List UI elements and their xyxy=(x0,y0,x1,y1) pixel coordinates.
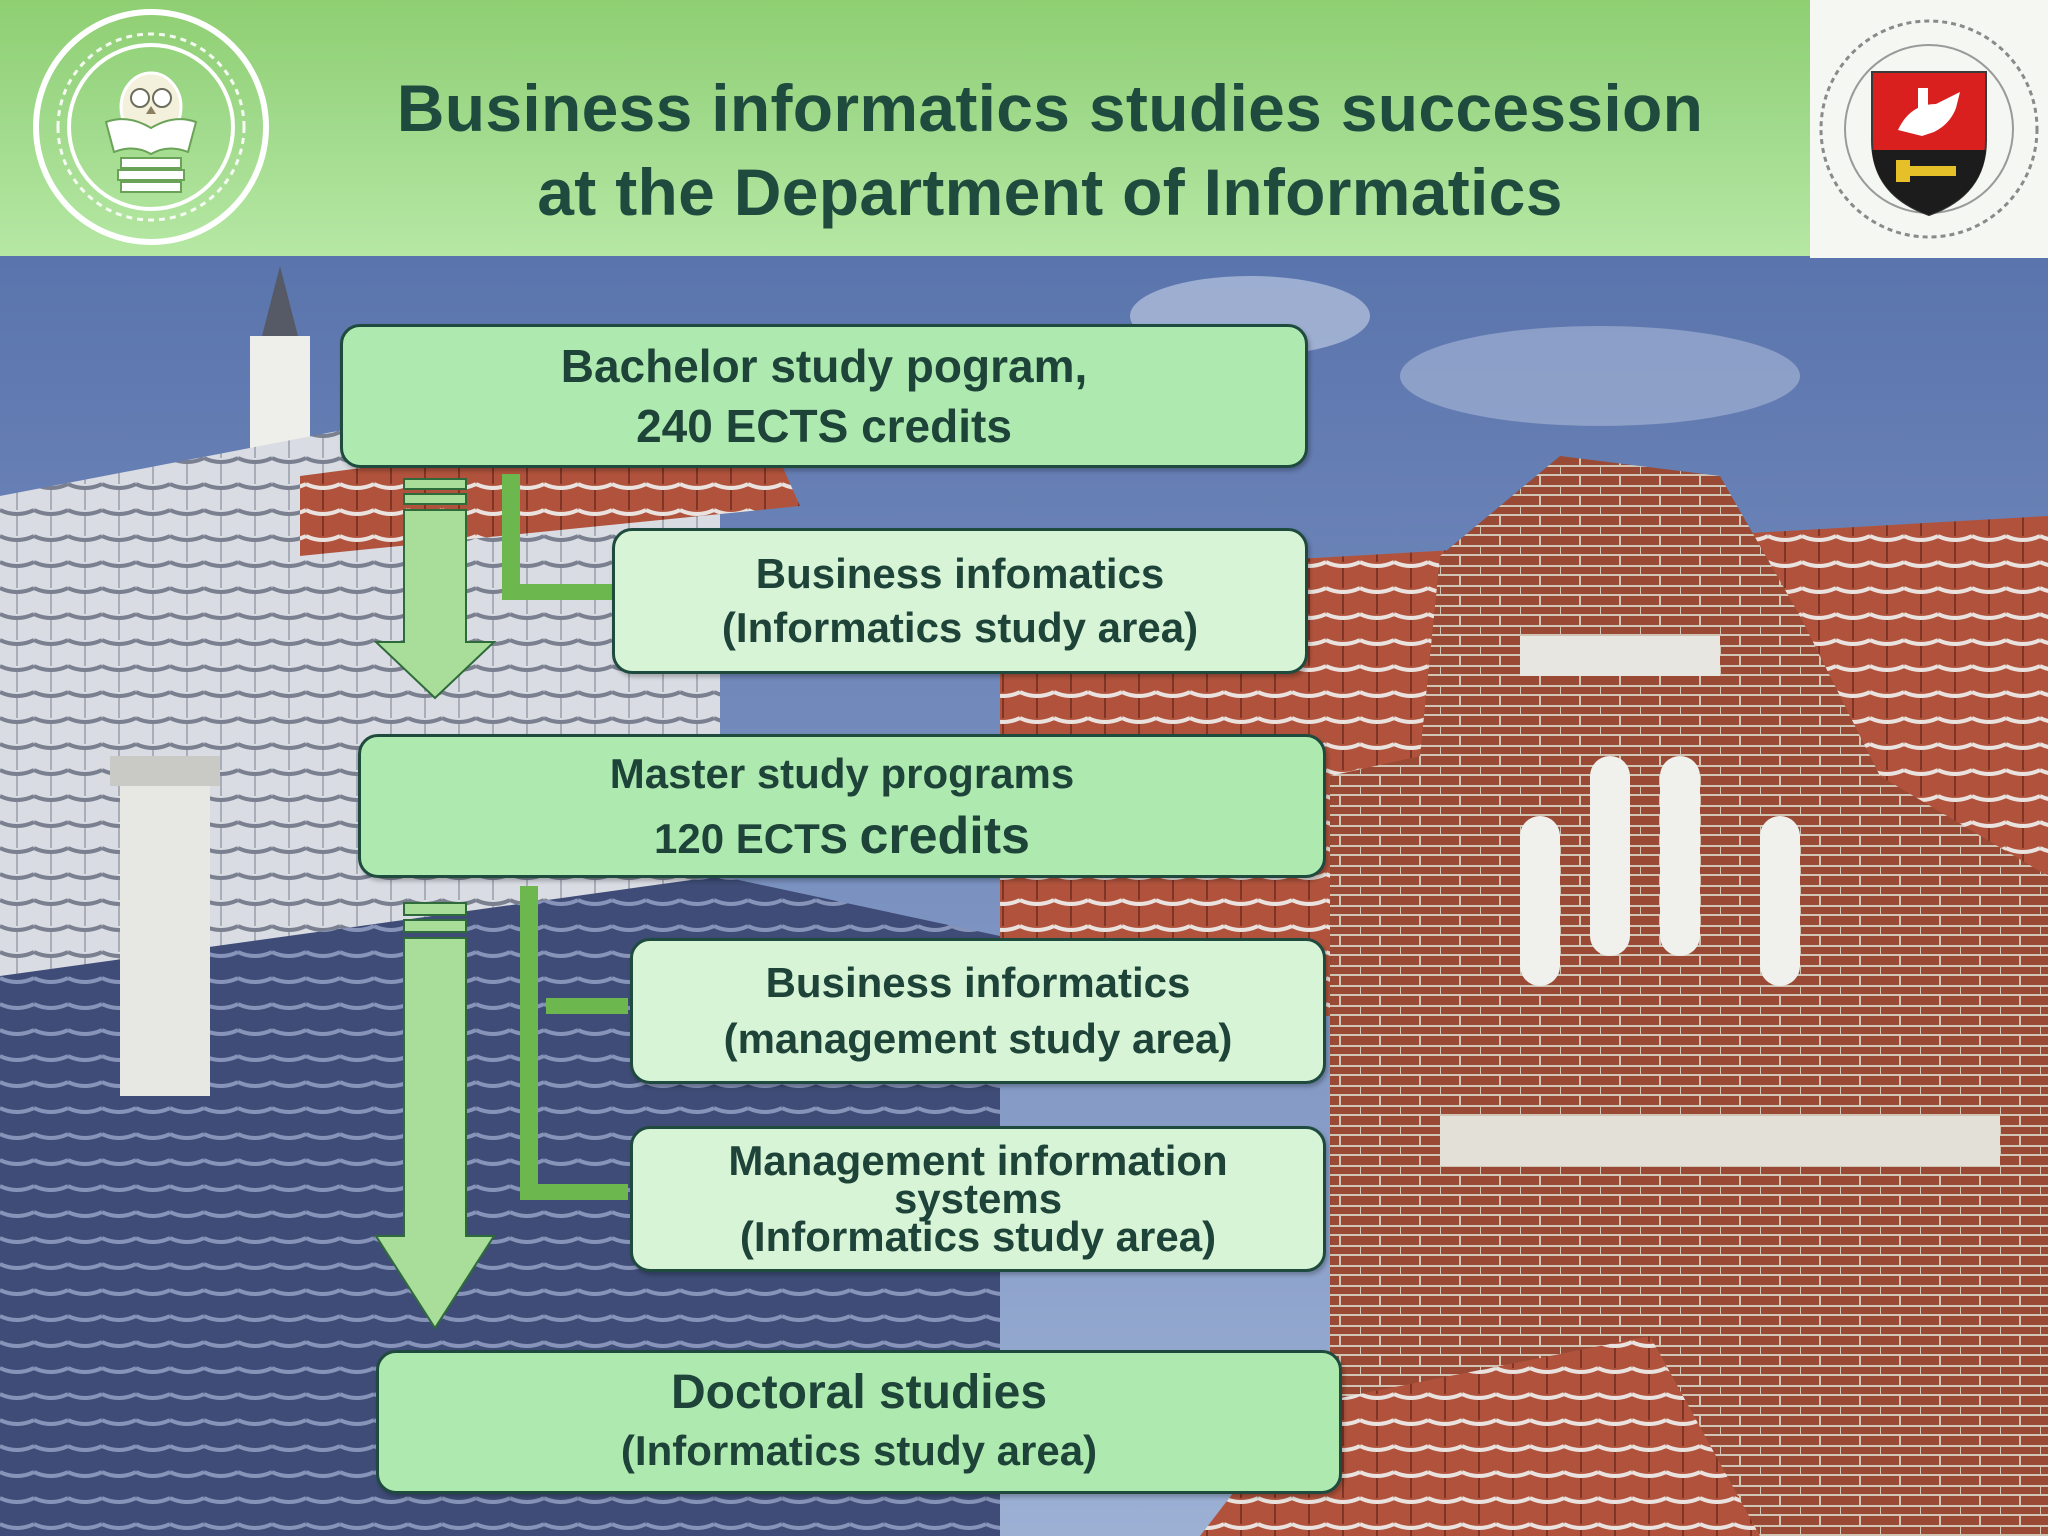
master-sub2-area: (Informatics study area) xyxy=(739,1213,1217,1260)
master-credits-word: credits xyxy=(859,806,1030,865)
bachelor-credits: 240 ECTS credits xyxy=(636,400,1012,452)
business-informatics-master-box: Business informatics (management study a… xyxy=(630,938,1326,1084)
connector-line xyxy=(502,474,520,598)
connector-line xyxy=(546,998,628,1014)
vilnius-university-crest-icon xyxy=(1810,0,2048,258)
master-title: Master study programs xyxy=(609,749,1075,797)
doctoral-title: Doctoral studies xyxy=(670,1366,1048,1419)
master-sub1-title: Business informatics xyxy=(765,959,1191,1006)
master-sub1-area: (management study area) xyxy=(723,1015,1233,1062)
master-sub2-title: Management information xyxy=(728,1137,1228,1184)
bachelor-sub-title: Business infomatics xyxy=(755,550,1165,597)
master-sub2-title-cont: systems xyxy=(893,1175,1063,1222)
connector-line xyxy=(502,584,614,600)
master-credits-line: 120 ECTS credits xyxy=(654,805,1030,870)
arrow-down-icon xyxy=(373,478,497,700)
doctoral-area: (Informatics study area) xyxy=(620,1427,1098,1474)
title-line-2: at the Department of Informatics xyxy=(537,155,1563,229)
owl-book-seal-icon xyxy=(28,2,274,252)
bachelor-sub-area: (Informatics study area) xyxy=(721,604,1199,651)
title-line-1: Business informatics studies succession xyxy=(396,71,1704,145)
page-title: Business informatics studies succession … xyxy=(290,66,1810,234)
bachelor-title: Bachelor study pogram, xyxy=(560,340,1088,392)
management-information-systems-box: Management information systems (Informat… xyxy=(630,1126,1326,1272)
bachelor-program-box: Bachelor study pogram, 240 ECTS credits xyxy=(340,324,1308,468)
header-banner: Business informatics studies succession … xyxy=(0,0,1810,256)
doctoral-studies-box: Doctoral studies (Informatics study area… xyxy=(376,1350,1342,1494)
master-programs-box: Master study programs 120 ECTS credits xyxy=(358,734,1326,878)
master-credits-number: 120 ECTS xyxy=(654,814,860,862)
business-informatics-bachelor-box: Business infomatics (Informatics study a… xyxy=(612,528,1308,674)
arrow-down-icon xyxy=(374,902,496,1330)
connector-line xyxy=(520,886,538,1198)
connector-line xyxy=(520,1184,628,1200)
